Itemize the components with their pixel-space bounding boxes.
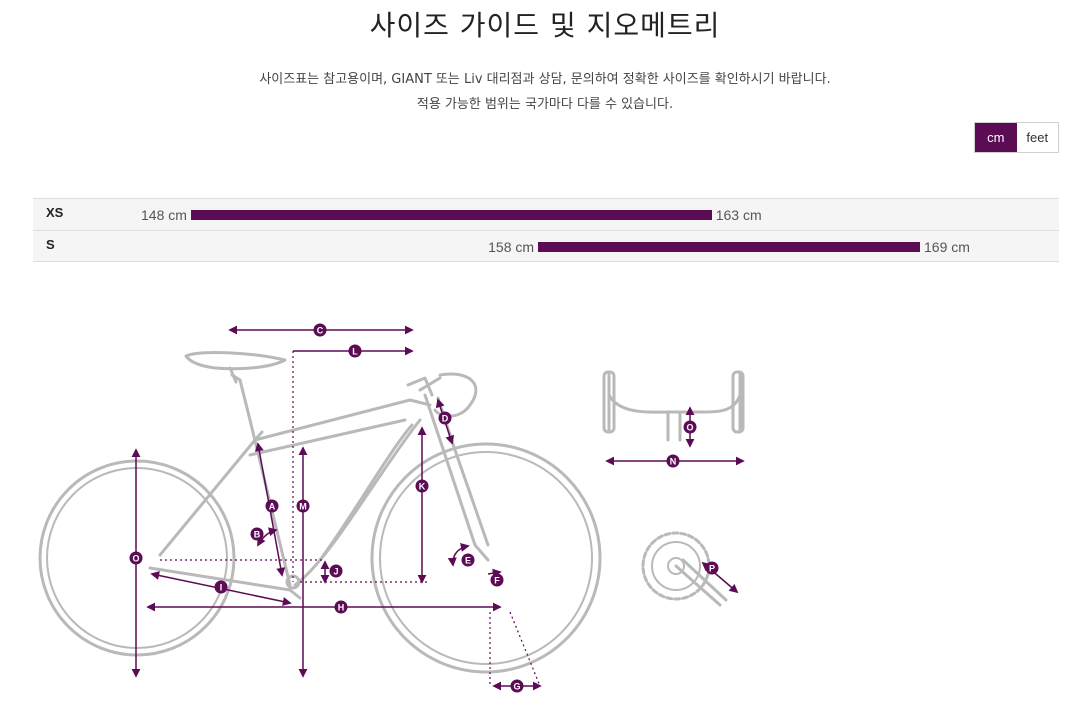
marker-a: A <box>265 499 279 513</box>
marker-k: K <box>415 479 429 493</box>
marker-o-wheel: O <box>129 551 143 565</box>
handlebar-front-illustration <box>602 370 745 442</box>
size-range-table: XS 148 cm 163 cm S 158 cm 169 cm <box>33 198 1059 262</box>
marker-c: C <box>313 323 327 337</box>
range-max-label: 163 cm <box>715 207 762 223</box>
range-min-label: 148 cm <box>141 207 187 223</box>
size-label: S <box>46 237 55 252</box>
marker-n: N <box>666 454 680 468</box>
marker-h: H <box>334 600 348 614</box>
unit-toggle: cm feet <box>974 122 1059 153</box>
marker-l-label: L <box>352 347 358 357</box>
bike-frame-illustration <box>38 351 602 674</box>
marker-p-label: P <box>709 564 715 574</box>
marker-o-handlebar: O <box>683 420 697 434</box>
marker-f: F <box>490 573 504 587</box>
marker-e: E <box>461 553 475 567</box>
marker-g: G <box>510 679 524 693</box>
measurement-lines <box>131 325 745 691</box>
marker-i-label: I <box>220 583 223 593</box>
range-min-label: 158 cm <box>488 239 535 255</box>
size-row-xs: XS 148 cm 163 cm <box>33 198 1059 230</box>
marker-p: P <box>705 561 719 575</box>
marker-e-label: E <box>465 556 471 566</box>
marker-l: L <box>348 344 362 358</box>
marker-h-label: H <box>338 603 345 613</box>
marker-o-handlebar-label: O <box>686 423 693 433</box>
size-guide-description: 사이즈표는 참고용이며, GIANT 또는 Liv 대리점과 상담, 문의하여 … <box>0 67 1090 117</box>
marker-b: B <box>250 527 264 541</box>
marker-o-wheel-label: O <box>132 554 139 564</box>
marker-g-label: G <box>513 682 520 692</box>
height-range-bar <box>538 242 920 252</box>
unit-cm-button[interactable]: cm <box>975 123 1017 152</box>
marker-c-label: C <box>317 326 324 336</box>
size-label: XS <box>46 205 64 220</box>
unit-feet-button[interactable]: feet <box>1016 123 1058 152</box>
height-range-bar <box>191 210 712 220</box>
marker-d: D <box>438 411 452 425</box>
marker-j-label: J <box>333 567 338 577</box>
marker-b-label: B <box>254 530 261 540</box>
marker-a-label: A <box>269 502 276 512</box>
marker-k-label: K <box>419 482 426 492</box>
size-row-s: S 158 cm 169 cm <box>33 230 1059 262</box>
marker-i: I <box>214 580 228 594</box>
marker-m-label: M <box>299 502 307 512</box>
marker-j: J <box>329 564 343 578</box>
description-line-1: 사이즈표는 참고용이며, GIANT 또는 Liv 대리점과 상담, 문의하여 … <box>259 72 831 87</box>
marker-m: M <box>296 499 310 513</box>
marker-n-label: N <box>670 457 677 467</box>
description-line-2: 적용 가능한 범위는 국가마다 다를 수 있습니다. <box>416 97 674 112</box>
marker-d-label: D <box>442 414 449 424</box>
page-title: 사이즈 가이드 및 지오메트리 <box>369 9 721 42</box>
range-max-label: 169 cm <box>924 239 970 255</box>
marker-f-label: F <box>494 576 500 586</box>
